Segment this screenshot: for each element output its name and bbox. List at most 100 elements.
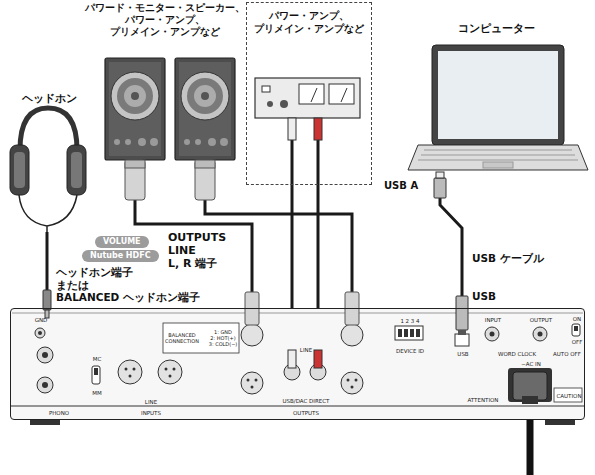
usb-port: [455, 334, 469, 346]
node-label: CAUTION: [556, 393, 581, 399]
rear-panel: [12, 313, 583, 314]
rca-jack: [42, 382, 48, 388]
headphones: [20, 108, 77, 150]
node-label: USB: [457, 351, 468, 357]
usb-plug: [436, 172, 444, 178]
rear-panel: [545, 420, 575, 425]
text-line: 3: COLD(−): [209, 342, 238, 348]
callout-label: OUTPUTS LINE L, R 端子: [168, 231, 226, 270]
headphones: [67, 145, 86, 195]
xlr-jack: [118, 360, 142, 384]
speaker-left: [105, 58, 165, 160]
speaker-group: パワード・モニター・スピーカー、 パワー・アンプ、 プリメイン・アンプなど: [82, 2, 248, 200]
headphone-plug: [45, 310, 49, 318]
text-line: OUTPUTS: [168, 231, 226, 244]
text-line: または: [56, 279, 200, 292]
node-label: USB/DAC DIRECT: [283, 398, 330, 404]
callout-label: USB: [472, 290, 496, 303]
node-label: LINE: [300, 347, 312, 353]
headphones: [19, 195, 77, 233]
rear-panel: [11, 406, 584, 407]
node-label: OFF: [572, 339, 583, 345]
usb-plug: [434, 178, 446, 198]
rca-plug: [288, 350, 296, 368]
usb-plug: [456, 296, 468, 330]
power-plug: [513, 372, 547, 400]
node-label: WORD CLOCK: [498, 351, 536, 357]
node-label: INPUT: [485, 317, 501, 323]
dip-switch: [398, 329, 402, 337]
laptop: [421, 155, 575, 156]
laptop: [432, 45, 564, 145]
node-label: BALANCED CONNECTION: [165, 333, 199, 345]
text-line: BALANCED ヘッドホン端子: [56, 291, 200, 304]
rear-panel: [10, 308, 585, 425]
computer-box: コンピューター: [405, 22, 587, 178]
text-line: プリメイン・アンプなど: [254, 22, 364, 35]
dip-switch: [395, 326, 423, 340]
rca-jack: [37, 377, 53, 393]
laptop: [418, 160, 578, 161]
bnc-connector: [533, 327, 547, 341]
power-amp: [311, 88, 317, 102]
bnc-connector: [485, 327, 499, 341]
node-label: PHONO: [49, 410, 69, 416]
laptop: [408, 145, 588, 170]
xlr-jack: [341, 324, 363, 346]
dashed-region: パワー・アンプ、 プリメイン・アンプなど: [246, 2, 372, 185]
text-line: ヘッドホン端子: [56, 266, 200, 279]
node-label: OUTPUTS: [293, 410, 319, 416]
usb-plug: [434, 172, 468, 335]
rear-panel: [10, 308, 585, 420]
node-label: DEVICE ID: [396, 348, 424, 354]
node-label: ヘッドホン: [22, 92, 77, 105]
xlr-plug: [195, 160, 215, 168]
ac-inlet: [554, 388, 582, 402]
node-label: OUTPUT: [530, 317, 552, 323]
headphones: [14, 152, 25, 188]
headphones: [71, 152, 82, 188]
power-amp: [255, 78, 360, 118]
headphone-plug: [43, 290, 51, 318]
gnd-terminal: [35, 328, 45, 338]
node-label: パワー・アンプ、 プリメイン・アンプなど: [254, 9, 364, 35]
rca-jack: [37, 347, 326, 393]
node-label: INPUTS: [141, 410, 161, 416]
callout-label: USB A: [384, 180, 418, 192]
power-amp: [299, 84, 324, 104]
rca-jack: [37, 347, 53, 363]
power-amp: [280, 100, 288, 108]
xlr-jack: [158, 360, 182, 384]
node-label: ATTENTION: [468, 397, 499, 403]
headphone-plug: [43, 290, 51, 310]
bnc-connector: [538, 332, 543, 337]
node-label: Nutube HDFC: [90, 251, 151, 261]
power-plug: [513, 372, 547, 404]
node-label: LINE: [145, 399, 157, 405]
cable: [205, 200, 352, 292]
node-label: MC: [93, 356, 102, 362]
power-plug: [522, 396, 538, 404]
xlr-pins: [347, 379, 350, 382]
xlr-pins: [125, 368, 128, 371]
usb-port: [455, 334, 469, 346]
xlr-jack: [341, 372, 363, 394]
ac-inlet: [508, 368, 582, 402]
laptop: [483, 162, 513, 168]
nutube-pill: Nutube HDFC: [82, 250, 159, 262]
xlr-pins: [173, 368, 176, 371]
xlr-pins: [133, 368, 136, 371]
xlr-pins: [169, 375, 172, 378]
xlr-plug: [125, 160, 145, 168]
xlr-plug: [125, 160, 145, 200]
node-label: 1: GND 2: HOT(+) 3: COLD(−): [209, 330, 238, 347]
headphones: [10, 145, 29, 195]
power-amp: [329, 84, 354, 104]
text-line: 2: HOT(+): [209, 336, 238, 342]
xlr-jack: [241, 372, 263, 394]
rca-jack: [42, 352, 48, 358]
xlr-plug: [195, 160, 215, 200]
node-label: 1 2 3 4: [400, 318, 419, 324]
power-amp: [255, 78, 360, 118]
